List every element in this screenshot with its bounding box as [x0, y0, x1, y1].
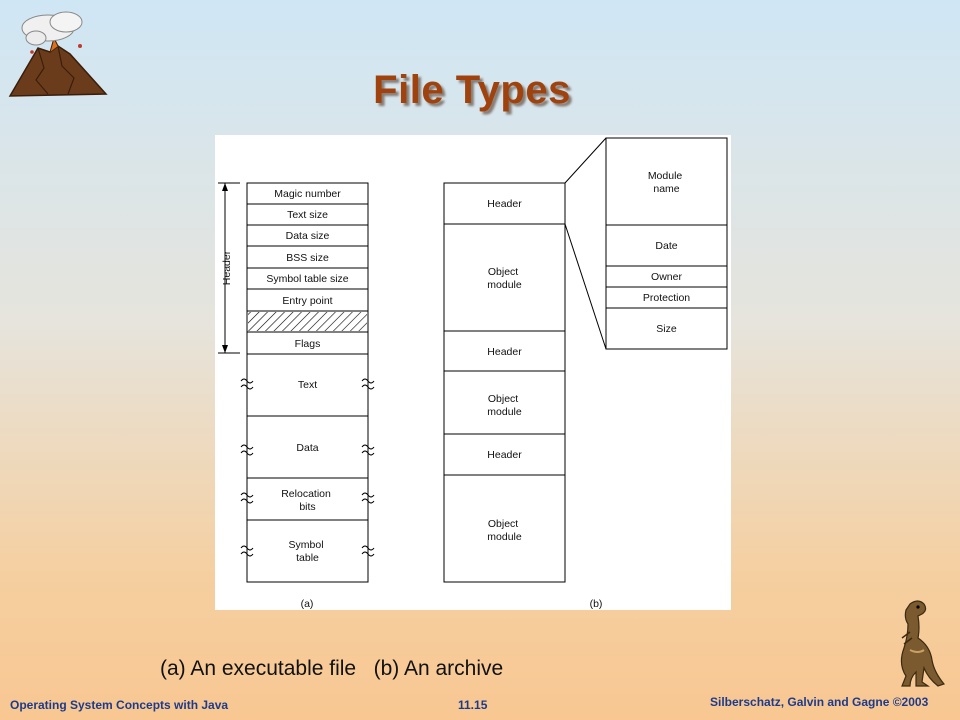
archive-header-2: Header	[487, 346, 522, 358]
text-section: Text	[298, 379, 317, 391]
volcano-icon	[8, 8, 108, 108]
module-name-field: Module name	[648, 170, 685, 195]
relocation-bits-section: Relocation bits	[281, 488, 334, 513]
symbol-label-line2: table	[296, 552, 319, 564]
object-module-1-line1: Object	[488, 266, 518, 278]
footer-course-title: Operating System Concepts with Java	[10, 698, 229, 712]
size-field: Size	[656, 323, 677, 335]
owner-field: Owner	[651, 271, 682, 283]
object-module-3-line1: Object	[488, 518, 518, 530]
footer-slide-number: 11.15	[458, 698, 488, 712]
module-name-line1: Module	[648, 170, 683, 182]
archive-header-3: Header	[487, 449, 522, 461]
header-brace-label: Header	[221, 250, 233, 285]
slide-title: File Types	[373, 68, 571, 112]
symbol-table-section: Symbol table	[289, 539, 327, 564]
data-section: Data	[296, 442, 318, 454]
object-module-3-line2: module	[487, 531, 522, 543]
symbol-label-line1: Symbol	[289, 539, 324, 551]
module-name-line2: name	[653, 183, 679, 195]
archive-header-1: Header	[487, 198, 522, 210]
symbol-table-size-field: Symbol table size	[266, 273, 348, 285]
flags-field: Flags	[295, 338, 321, 350]
bss-size-field: BSS size	[286, 252, 329, 264]
archive-diagram: Header Object module Header Object modul…	[443, 137, 728, 610]
footer-copyright: Silberschatz, Galvin and Gagne ©2003	[710, 695, 929, 709]
subfigure-b-label: (b)	[590, 598, 603, 610]
entry-point-field: Entry point	[282, 295, 332, 307]
figure-caption: (a) An executable file (b) An archive	[160, 657, 504, 680]
object-module-1-line2: module	[487, 279, 522, 291]
object-module-2: Object module	[487, 393, 522, 418]
relocation-label-line2: bits	[299, 501, 315, 513]
data-size-field: Data size	[286, 230, 330, 242]
magic-number-field: Magic number	[274, 188, 341, 200]
dinosaur-icon	[888, 598, 950, 695]
date-field: Date	[655, 240, 677, 252]
subfigure-a-label: (a)	[301, 598, 314, 610]
object-module-2-line1: Object	[488, 393, 518, 405]
relocation-label-line1: Relocation	[281, 488, 331, 500]
object-module-2-line2: module	[487, 406, 522, 418]
file-types-figure: Header Magic number Text size Data size	[215, 135, 731, 610]
protection-field: Protection	[643, 292, 690, 304]
text-size-field: Text size	[287, 209, 328, 221]
object-module-1: Object module	[487, 266, 522, 291]
object-module-3: Object module	[487, 518, 522, 543]
executable-file-diagram: Header Magic number Text size Data size	[218, 182, 375, 610]
